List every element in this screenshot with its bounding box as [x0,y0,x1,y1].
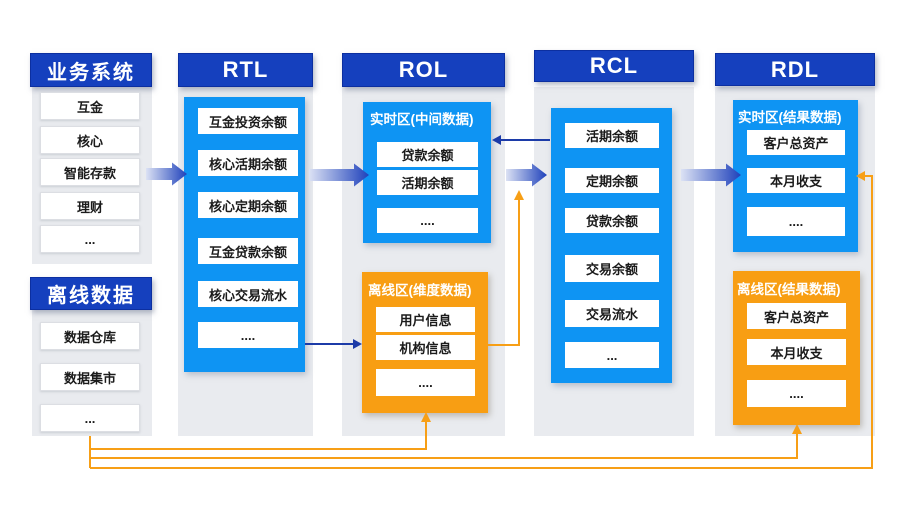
rdl-offline-item: 本月收支 [747,339,846,365]
rcl-item: 活期余额 [565,123,659,148]
rcl-item: 定期余额 [565,168,659,193]
arrowhead-up-icon [514,190,524,200]
header-rtl: RTL [178,53,313,87]
rdl-realtime-zone-title: 实时区(结果数据) [738,110,842,125]
rol-offline-item: 机构信息 [376,335,475,360]
rol-realtime-item: 活期余额 [377,170,478,195]
rol-offline-item: 用户信息 [376,307,475,332]
rdl-offline-zone-title: 离线区(结果数据) [737,282,841,297]
rcl-item-more: ... [565,342,659,368]
business-item: 理财 [40,192,140,220]
rol-offline-zone-title: 离线区(维度数据) [368,283,472,298]
rdl-realtime-item-more: .... [747,207,845,236]
rcl-item: 贷款余额 [565,208,659,233]
rtl-item: 核心定期余额 [198,192,298,218]
offline-item: 数据仓库 [40,322,140,350]
header-rol: ROL [342,53,505,87]
rtl-item: 核心活期余额 [198,150,298,176]
rdl-realtime-item: 本月收支 [747,168,845,193]
rtl-item-more: .... [198,322,298,348]
rdl-realtime-item: 客户总资产 [747,130,845,155]
rtl-item: 核心交易流水 [198,281,298,307]
rtl-item: 互金贷款余额 [198,238,298,264]
header-rcl: RCL [534,50,694,82]
rdl-offline-item-more: .... [747,380,846,407]
rcl-item: 交易流水 [565,300,659,327]
rol-realtime-item: 贷款余额 [377,142,478,167]
rdl-offline-item: 客户总资产 [747,303,846,329]
rol-realtime-item-more: .... [377,208,478,233]
business-item: 核心 [40,126,140,154]
rol-realtime-zone-title: 实时区(中间数据) [370,112,474,127]
rol-offline-item-more: .... [376,369,475,396]
business-item-more: ... [40,225,140,253]
header-rdl: RDL [715,53,875,86]
rtl-item: 互金投资余额 [198,108,298,134]
header-offline-data: 离线数据 [30,277,152,310]
header-business-system: 业务系统 [30,53,152,87]
offline-item-more: ... [40,404,140,432]
business-item: 互金 [40,92,140,120]
business-item: 智能存款 [40,158,140,186]
offline-item: 数据集市 [40,363,140,391]
rcl-item: 交易余额 [565,255,659,282]
